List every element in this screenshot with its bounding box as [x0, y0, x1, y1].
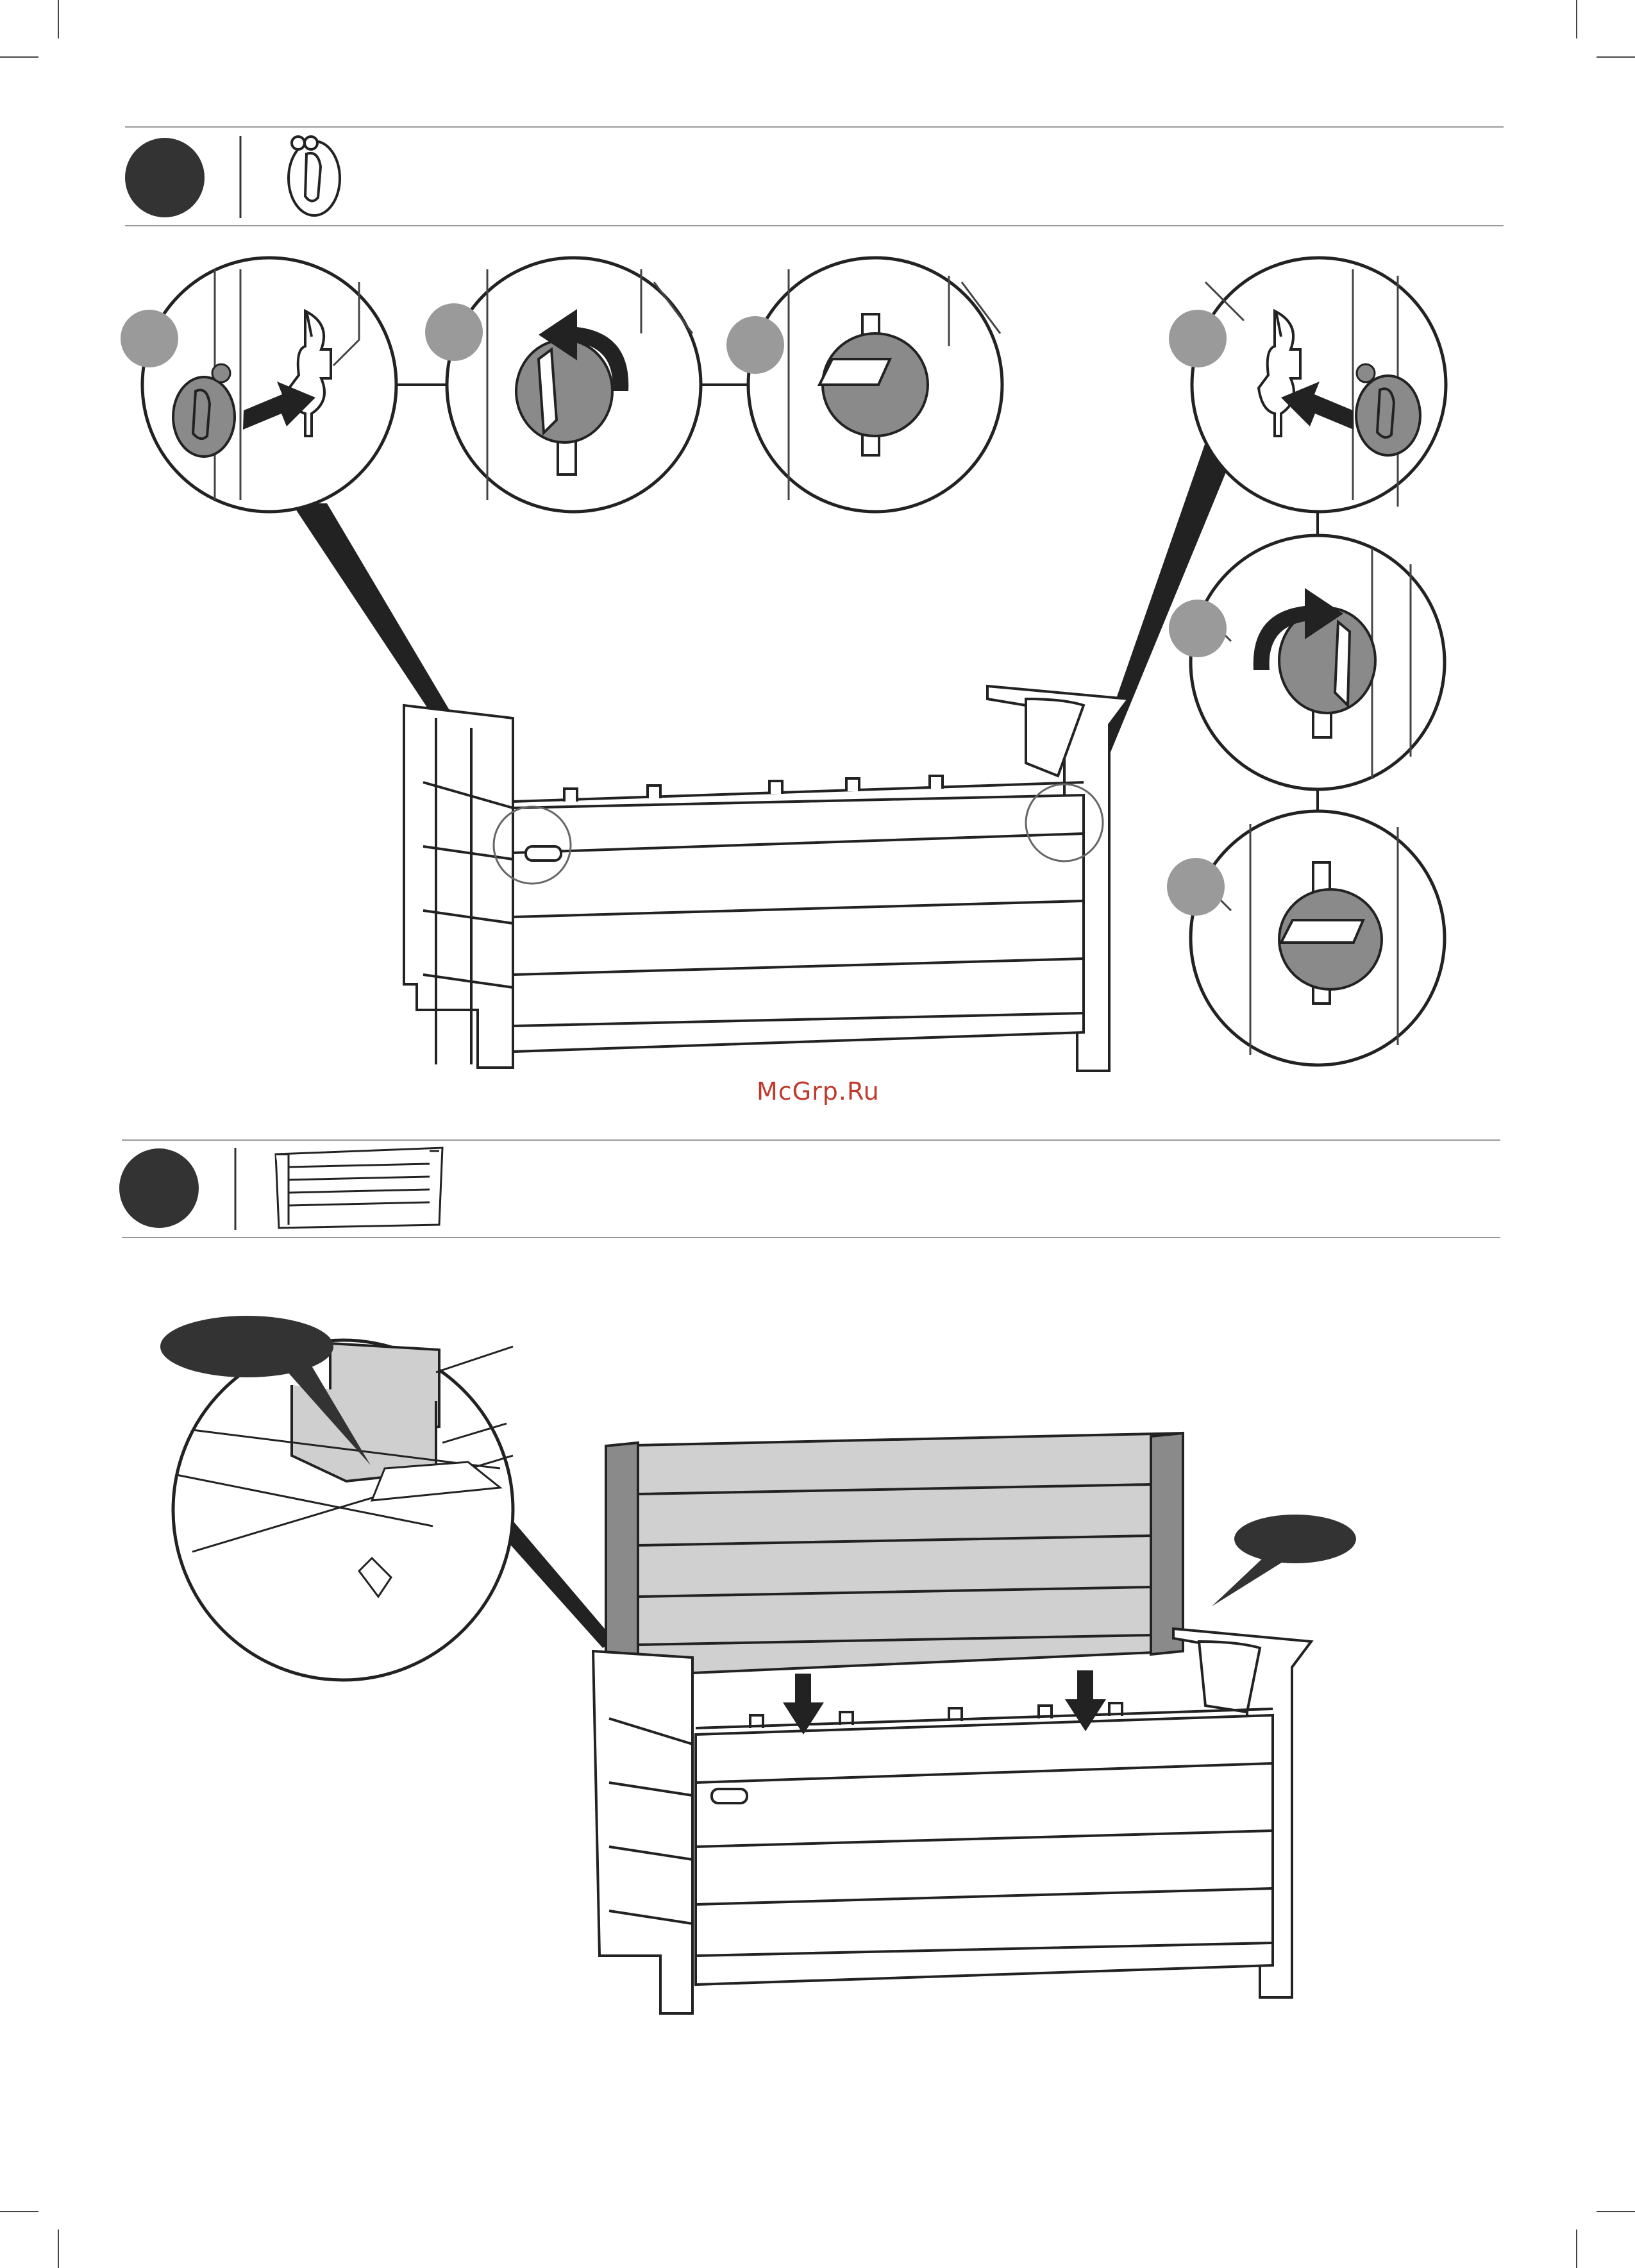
step-1-header — [125, 127, 1504, 226]
sub-step-badge — [425, 303, 483, 361]
detail-circle-locked — [726, 258, 1002, 512]
bench-with-backrest — [593, 1433, 1311, 2013]
sub-step-badge — [726, 316, 784, 374]
backrest-panel-icon — [276, 1148, 442, 1228]
watermark: McGrp.Ru — [757, 1077, 880, 1105]
step-2-badge — [119, 1148, 199, 1228]
detail-circle-insert-left — [121, 258, 396, 512]
sub-step-badge — [1167, 858, 1225, 916]
sub-step-badge — [121, 310, 178, 367]
sub-step-badge — [1169, 600, 1227, 657]
speech-bubble-icon — [1212, 1515, 1356, 1606]
sub-step-badge — [1169, 310, 1227, 367]
step-2-header — [119, 1140, 1500, 1238]
detail-circle-slot — [173, 1340, 513, 1680]
step-1-badge — [125, 138, 205, 217]
detail-circle-rotate-cw — [1169, 535, 1445, 789]
detail-circle-rotate — [425, 258, 701, 512]
detail-circle-locked-right — [1167, 811, 1445, 1065]
lock-knob-icon — [289, 137, 340, 215]
